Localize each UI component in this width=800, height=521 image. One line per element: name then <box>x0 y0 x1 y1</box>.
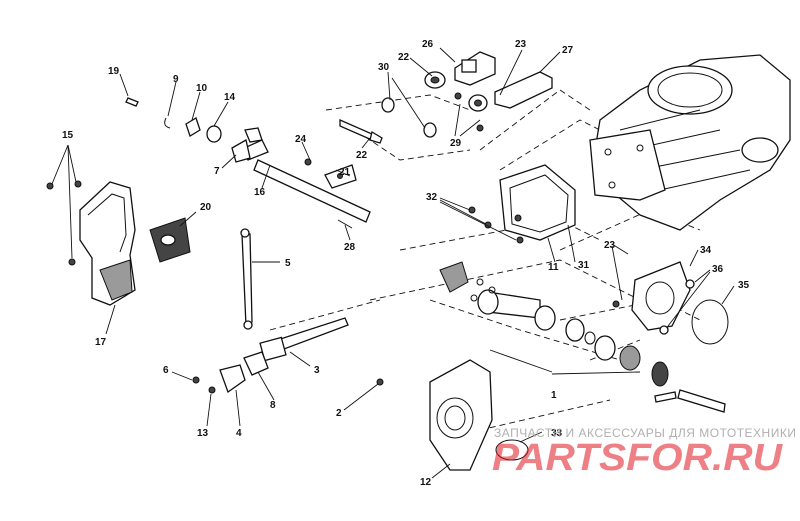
watermark-logo: PARTSFOR.RU <box>492 437 784 479</box>
leader-lines <box>51 47 735 479</box>
callout-6: 6 <box>163 365 169 376</box>
callout-26: 26 <box>422 39 434 50</box>
callout-25-left: 22 <box>398 52 410 63</box>
callout-25-right: 23 <box>515 39 527 50</box>
callout-32: 32 <box>426 192 438 203</box>
callout-34: 34 <box>700 245 712 256</box>
callout-16: 16 <box>254 187 266 198</box>
link-rod <box>240 228 253 330</box>
callout-10: 10 <box>196 83 208 94</box>
callout-13: 13 <box>197 428 209 439</box>
callout-11: 11 <box>548 262 559 273</box>
pump-cover <box>612 261 729 345</box>
callout-1: 1 <box>551 390 557 401</box>
bolts <box>304 92 524 244</box>
side-cover <box>46 180 136 306</box>
callout-14: 14 <box>224 92 236 103</box>
callout-28: 28 <box>344 242 356 253</box>
callout-24: 24 <box>295 134 307 145</box>
callout-30: 30 <box>378 62 390 73</box>
callout-20: 20 <box>200 202 212 213</box>
callout-22: 22 <box>356 150 368 161</box>
callout-33: 33 <box>551 428 563 439</box>
callout-31: 31 <box>578 260 590 271</box>
callout-17: 17 <box>95 337 107 348</box>
upper-valve-parts <box>381 51 553 138</box>
watermark: ЗАПЧАСТИ И АКСЕССУАРЫ ДЛЯ МОТОТЕХНИКИ PA… <box>492 426 796 479</box>
watermark-tagline: ЗАПЧАСТИ И АКСЕССУАРЫ ДЛЯ МОТОТЕХНИКИ <box>494 426 796 440</box>
callout-36: 36 <box>712 264 724 275</box>
callout-5: 5 <box>285 258 291 269</box>
callout-3: 3 <box>314 365 320 376</box>
callout-7: 7 <box>214 166 220 177</box>
pump-housing <box>376 359 529 471</box>
callout-23: 23 <box>604 240 616 251</box>
rod <box>339 119 383 144</box>
control-shaft <box>238 127 371 223</box>
callout-12: 12 <box>420 477 432 488</box>
callout-21: 21 <box>339 167 351 178</box>
callout-35: 35 <box>738 280 750 291</box>
callout-29: 29 <box>450 138 462 149</box>
valve-housing <box>589 129 666 201</box>
small-parts-left <box>125 97 251 163</box>
callout-9: 9 <box>173 74 179 85</box>
callout-27: 27 <box>562 45 574 56</box>
callout-2: 2 <box>336 408 342 419</box>
pump-shaft-assembly <box>439 261 726 413</box>
callouts: 26 22 23 27 30 29 22 24 21 16 28 32 11 3… <box>62 39 750 488</box>
valve-cover <box>499 164 576 241</box>
callout-8: 8 <box>270 400 276 411</box>
actuator-shaft <box>259 317 349 362</box>
callout-15: 15 <box>62 130 74 141</box>
callout-19: 19 <box>108 66 120 77</box>
lever-assembly <box>192 351 269 394</box>
seal <box>149 217 191 263</box>
callout-4: 4 <box>236 428 242 439</box>
